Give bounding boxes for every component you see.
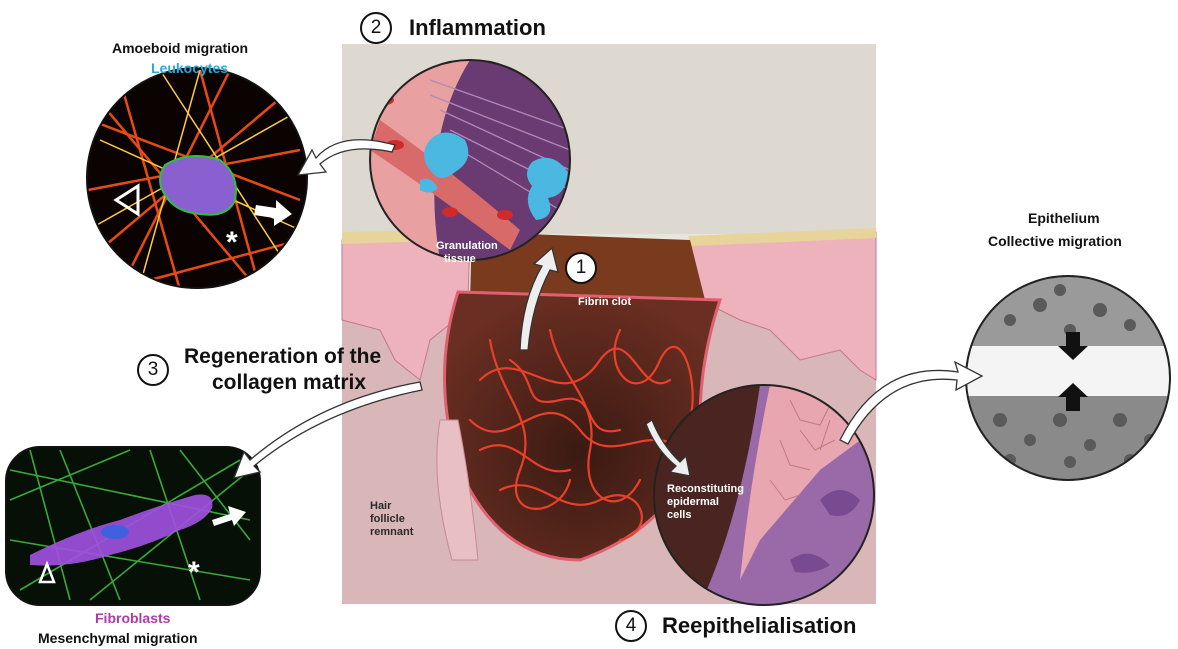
hair-follicle-remnant-label: Hair follicle remnant — [370, 500, 413, 539]
fibroblast-panel-title: Fibroblasts — [95, 610, 170, 626]
hair-line3: remnant — [370, 526, 413, 539]
hair-line2: follicle — [370, 513, 413, 526]
epithelium-panel-title: Epithelium — [1028, 210, 1100, 226]
epithelium-panel-subtitle: Collective migration — [988, 233, 1122, 249]
granulation-line1: Granulation — [436, 240, 498, 253]
recon-line3: cells — [667, 509, 744, 522]
recon-line2: epidermal — [667, 496, 744, 509]
leukocyte-panel-title: Amoeboid migration — [112, 40, 248, 56]
leukocyte-panel-subtitle: Leukocytes — [151, 60, 228, 76]
reconstituting-epidermal-cells-label: Reconstituting epidermal cells — [667, 483, 744, 522]
step-3-number: 3 — [137, 354, 169, 386]
step-1-number: 1 — [565, 252, 597, 284]
asterisk-marker: * — [188, 556, 200, 589]
hair-line1: Hair — [370, 500, 413, 513]
step-3-label-line2: collagen matrix — [212, 371, 366, 395]
step-4-number: 4 — [615, 610, 647, 642]
step-2-number: 2 — [360, 12, 392, 44]
leukocyte-micrograph: * — [86, 68, 308, 290]
step-4-label: Reepithelialisation — [662, 613, 856, 639]
fibroblast-micrograph: * — [6, 447, 260, 605]
fibrin-clot-label: Fibrin clot — [578, 296, 631, 309]
recon-line1: Reconstituting — [667, 483, 744, 496]
granulation-tissue-label: Granulation tissue — [436, 240, 498, 266]
step-3-label-line1: Regeneration of the — [184, 345, 381, 369]
step-2-label: Inflammation — [409, 15, 546, 41]
inflammation-inset — [370, 60, 570, 260]
asterisk-marker: * — [226, 226, 238, 259]
fibroblast-panel-subtitle: Mesenchymal migration — [38, 630, 198, 646]
granulation-line2: tissue — [436, 253, 498, 266]
epithelium-micrograph — [966, 276, 1170, 480]
